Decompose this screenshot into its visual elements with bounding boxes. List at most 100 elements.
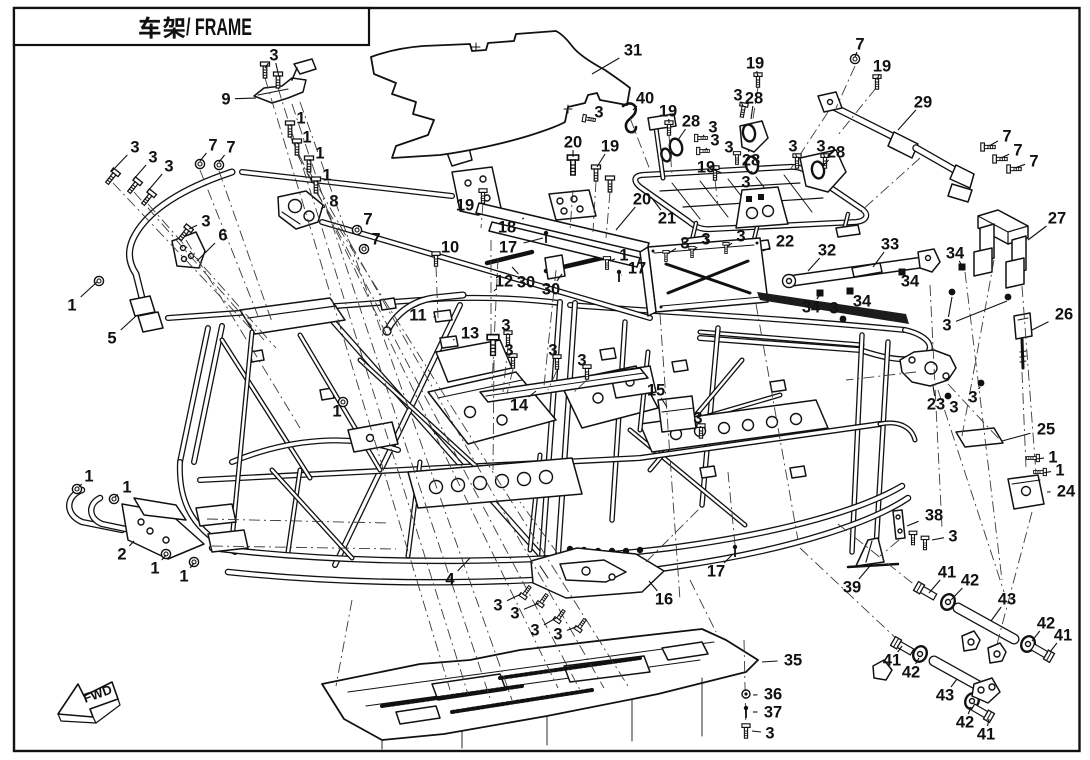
- projection-line: [218, 170, 273, 323]
- part-18-support: [475, 189, 650, 280]
- callout-43: 43: [936, 678, 958, 705]
- callout-41: 41: [977, 718, 995, 744]
- callout-15: 15: [647, 382, 668, 408]
- projection-lines: [112, 65, 1037, 734]
- leader-line: [795, 153, 798, 159]
- leader-line: [506, 593, 522, 602]
- part-number-label: 10: [441, 239, 459, 257]
- callout-3: 3: [931, 528, 958, 546]
- callout-7: 7: [988, 128, 1012, 147]
- leader-line: [978, 386, 981, 390]
- projection-line: [961, 259, 995, 437]
- part-number-label: 34: [802, 299, 821, 317]
- callout-1: 1: [315, 167, 332, 185]
- leader-line: [275, 62, 280, 78]
- callout-3: 3: [553, 625, 579, 644]
- part-number-label: 3: [201, 213, 210, 231]
- title-box: [12, 6, 371, 47]
- part-number-label: 16: [655, 591, 673, 609]
- screw-icon: [694, 133, 708, 143]
- leader-line: [493, 288, 497, 292]
- part-29-tube: [817, 91, 975, 203]
- projection-line: [879, 539, 900, 557]
- part-number-label: 3: [733, 87, 742, 105]
- leader-line: [751, 730, 762, 733]
- hex-bolt-icon: [970, 703, 996, 724]
- projection-line: [299, 101, 513, 701]
- screw-icon: [980, 142, 996, 152]
- part-number-label: 19: [873, 58, 891, 76]
- callout-7: 7: [854, 36, 865, 58]
- part-number-label: 1: [296, 110, 305, 128]
- leader-line: [749, 170, 753, 175]
- projection-line: [543, 269, 557, 387]
- leader-line: [1000, 153, 1010, 159]
- leader-line: [906, 520, 919, 527]
- part-number-label: 28: [745, 90, 763, 108]
- part-number-label: 3: [949, 399, 958, 417]
- leader-line: [932, 385, 936, 397]
- part-number-label: 1: [1055, 462, 1064, 480]
- callout-3: 3: [510, 602, 540, 623]
- hex-nut-icon: [213, 159, 225, 171]
- projection-line: [859, 157, 921, 213]
- part-number-label: 7: [855, 36, 864, 54]
- callout-34: 34: [802, 295, 821, 317]
- callout-3: 3: [693, 410, 703, 429]
- leader-line: [609, 258, 616, 262]
- part-number-label: 41: [883, 652, 901, 670]
- callout-28: 28: [742, 148, 760, 170]
- screw-icon: [431, 251, 441, 267]
- callout-1: 1: [114, 479, 132, 498]
- part-number-label: 38: [925, 507, 943, 525]
- part-number-label: 3: [710, 132, 719, 150]
- leader-line: [822, 159, 829, 167]
- part-number-label: 1: [1048, 449, 1057, 467]
- callout-3: 3: [692, 231, 711, 252]
- screw-icon: [503, 330, 513, 346]
- callout-14: 14: [510, 390, 537, 415]
- hex-nut-icon: [160, 548, 172, 560]
- leader-line: [114, 494, 119, 498]
- part-26-bolt: [1013, 312, 1033, 370]
- part-number-label: 3: [493, 597, 502, 615]
- callout-28: 28: [745, 90, 763, 120]
- callout-16: 16: [648, 580, 673, 609]
- projection-line: [714, 179, 719, 206]
- leader-line: [950, 678, 958, 688]
- part-27-bracket: [973, 209, 1029, 289]
- leader-line: [928, 579, 941, 594]
- part-number-label: 26: [1055, 306, 1073, 324]
- callout-42: 42: [902, 657, 920, 682]
- screw-icon: [573, 617, 587, 634]
- leader-line: [955, 300, 1008, 322]
- callout-34: 34: [901, 273, 920, 291]
- callout-39: 39: [843, 565, 871, 597]
- projection-line: [947, 383, 1001, 441]
- callout-30: 30: [511, 266, 535, 292]
- part-number-label: 3: [680, 235, 689, 253]
- callout-3: 3: [504, 342, 515, 360]
- hex-nut-icon: [351, 224, 363, 236]
- callout-1: 1: [609, 247, 629, 265]
- part-number-label: 28: [742, 152, 760, 170]
- part-number-label: 4: [445, 571, 455, 589]
- part-number-label: 7: [226, 139, 235, 157]
- leader-line: [1031, 630, 1041, 642]
- callout-3: 3: [733, 87, 744, 107]
- projection-line: [335, 599, 353, 687]
- part-number-label: 7: [363, 211, 372, 229]
- part-number-label: 1: [332, 403, 341, 421]
- part-number-label: 1: [179, 568, 188, 586]
- screw-icon: [696, 146, 710, 156]
- callout-21: 21: [650, 196, 676, 228]
- callout-19: 19: [659, 103, 677, 124]
- projection-line: [629, 117, 651, 171]
- part-number-label: 41: [1054, 627, 1072, 645]
- callout-28: 28: [822, 144, 845, 167]
- projection-line: [689, 579, 717, 633]
- part-32-33-support: [757, 248, 941, 324]
- bolt-dot-icon: [944, 392, 952, 400]
- part-number-label: 1: [84, 468, 93, 486]
- projection-line: [308, 170, 605, 689]
